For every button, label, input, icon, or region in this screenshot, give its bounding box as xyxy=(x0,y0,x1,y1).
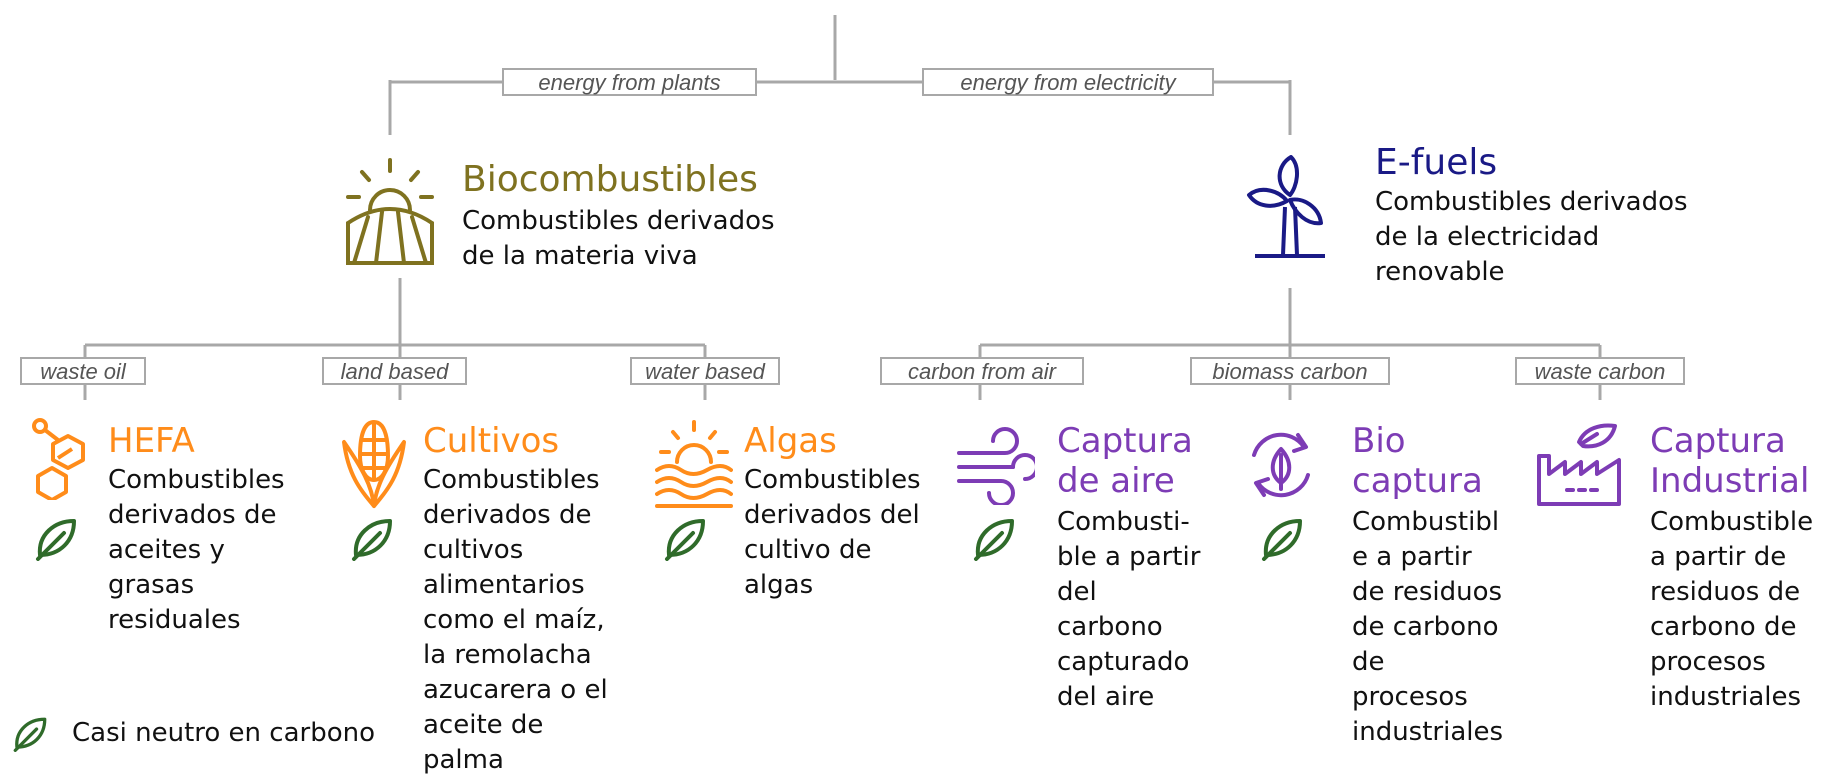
captura-industrial-title: Captura Industrial xyxy=(1650,421,1810,501)
sun-field-icon xyxy=(340,155,440,269)
captura-industrial-desc: Combustible a partir de residuos de carb… xyxy=(1650,507,1814,712)
hefa-desc: Combustibles derivados de aceites y gras… xyxy=(108,465,285,635)
label-land-based: land based xyxy=(322,357,467,385)
efuels-desc: Combustibles derivados de la electricida… xyxy=(1375,187,1688,287)
wind-icon xyxy=(955,425,1039,509)
label-biomass-carbon: biomass carbon xyxy=(1190,357,1390,385)
biocombustibles-title: Biocombustibles xyxy=(462,159,758,200)
captura-aire-desc: Combusti- ble a partir del carbono captu… xyxy=(1057,507,1201,712)
hefa-title: HEFA xyxy=(108,421,195,461)
leaf-icon xyxy=(34,517,78,565)
molecule-icon xyxy=(28,418,98,504)
leaf-icon xyxy=(350,517,394,565)
recycle-leaf-icon xyxy=(1240,425,1322,509)
bio-captura-desc: Combustibl e a partir de residuos de car… xyxy=(1352,507,1504,747)
algas-desc: Combustibles derivados del cultivo de al… xyxy=(744,465,921,600)
branch-label-plants: energy from plants xyxy=(502,68,757,96)
legend-text: Casi neutro en carbono xyxy=(72,718,376,748)
cultivos-desc: Combustibles derivados de cultivos alime… xyxy=(423,465,608,775)
wind-turbine-icon xyxy=(1235,155,1345,269)
leaf-icon xyxy=(663,517,707,565)
efuels-title: E-fuels xyxy=(1375,142,1498,183)
branch-label-electricity: energy from electricity xyxy=(922,68,1214,96)
label-carbon-from-air: carbon from air xyxy=(880,357,1084,385)
biocombustibles-desc: Combustibles derivados de la materia viv… xyxy=(462,206,775,271)
factory-icon xyxy=(1535,420,1623,510)
leaf-icon xyxy=(972,517,1016,565)
leaf-icon xyxy=(1260,517,1304,565)
corn-icon xyxy=(340,418,408,514)
bio-captura-title: Bio captura xyxy=(1352,421,1483,501)
cultivos-title: Cultivos xyxy=(423,421,560,461)
label-waste-oil: waste oil xyxy=(20,357,146,385)
captura-aire-title: Captura de aire xyxy=(1057,421,1193,501)
algas-title: Algas xyxy=(744,421,837,461)
label-water-based: water based xyxy=(630,357,780,385)
leaf-icon xyxy=(12,716,48,756)
label-waste-carbon: waste carbon xyxy=(1515,357,1685,385)
sun-water-icon xyxy=(655,420,733,512)
